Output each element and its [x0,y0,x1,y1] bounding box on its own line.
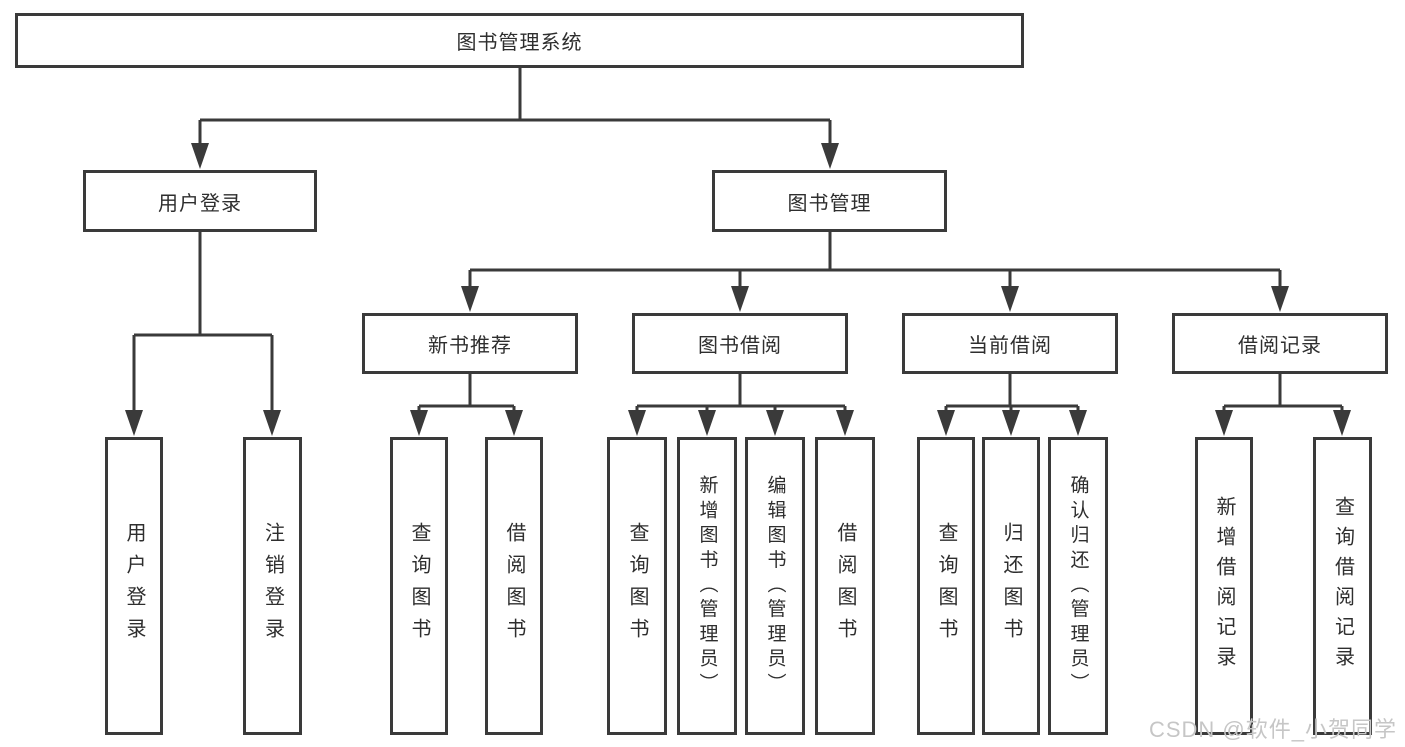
node-user-login: 用户登录 [83,170,317,232]
node-label: 新增借阅记录 [1213,496,1235,676]
node-label: 当前借阅 [968,335,1052,357]
node-label: 借阅记录 [1238,335,1322,357]
leaf-query-borrow-record: 查询借阅记录 [1313,437,1372,735]
leaf-edit-books-admin: 编辑图书（管理员） [745,437,805,735]
node-book-borrowing: 图书借阅 [632,313,848,374]
node-current-borrowing: 当前借阅 [902,313,1118,374]
node-label: 注销登录 [261,522,284,650]
node-label: 借阅图书 [834,522,856,650]
node-label: 查询图书 [408,522,430,650]
leaf-query-books-borrowing: 查询图书 [607,437,667,735]
node-label: 编辑图书（管理员） [764,474,786,698]
node-label: 图书借阅 [698,335,782,357]
leaf-user-login: 用户登录 [105,437,163,735]
node-label: 新书推荐 [428,335,512,357]
leaf-query-books-recommend: 查询图书 [390,437,448,735]
node-label: 归还图书 [1000,522,1022,650]
node-label: 图书管理 [787,192,872,215]
node-label: 查询图书 [626,522,648,650]
leaf-query-books-current: 查询图书 [917,437,975,735]
node-label: 新增图书（管理员） [696,474,718,698]
leaf-borrow-books-borrowing: 借阅图书 [815,437,875,735]
node-borrowing-records: 借阅记录 [1172,313,1388,374]
node-new-book-recommendation: 新书推荐 [362,313,578,374]
node-book-management: 图书管理 [712,170,947,232]
leaf-confirm-return-admin: 确认归还（管理员） [1048,437,1108,735]
node-label: 确认归还（管理员） [1067,474,1089,698]
node-root: 图书管理系统 [15,13,1024,68]
leaf-add-books-admin: 新增图书（管理员） [677,437,737,735]
node-label: 图书管理系统 [456,32,583,54]
node-label: 用户登录 [123,522,145,650]
leaf-logout: 注销登录 [243,437,302,735]
leaf-add-borrow-record: 新增借阅记录 [1195,437,1253,735]
leaf-return-books: 归还图书 [982,437,1040,735]
node-label: 借阅图书 [503,522,525,650]
node-label: 查询借阅记录 [1331,496,1354,676]
watermark: CSDN @软件_小贺同学 [1148,717,1397,742]
node-label: 查询图书 [935,522,957,650]
leaf-borrow-books-recommend: 借阅图书 [485,437,543,735]
node-label: 用户登录 [158,192,242,215]
